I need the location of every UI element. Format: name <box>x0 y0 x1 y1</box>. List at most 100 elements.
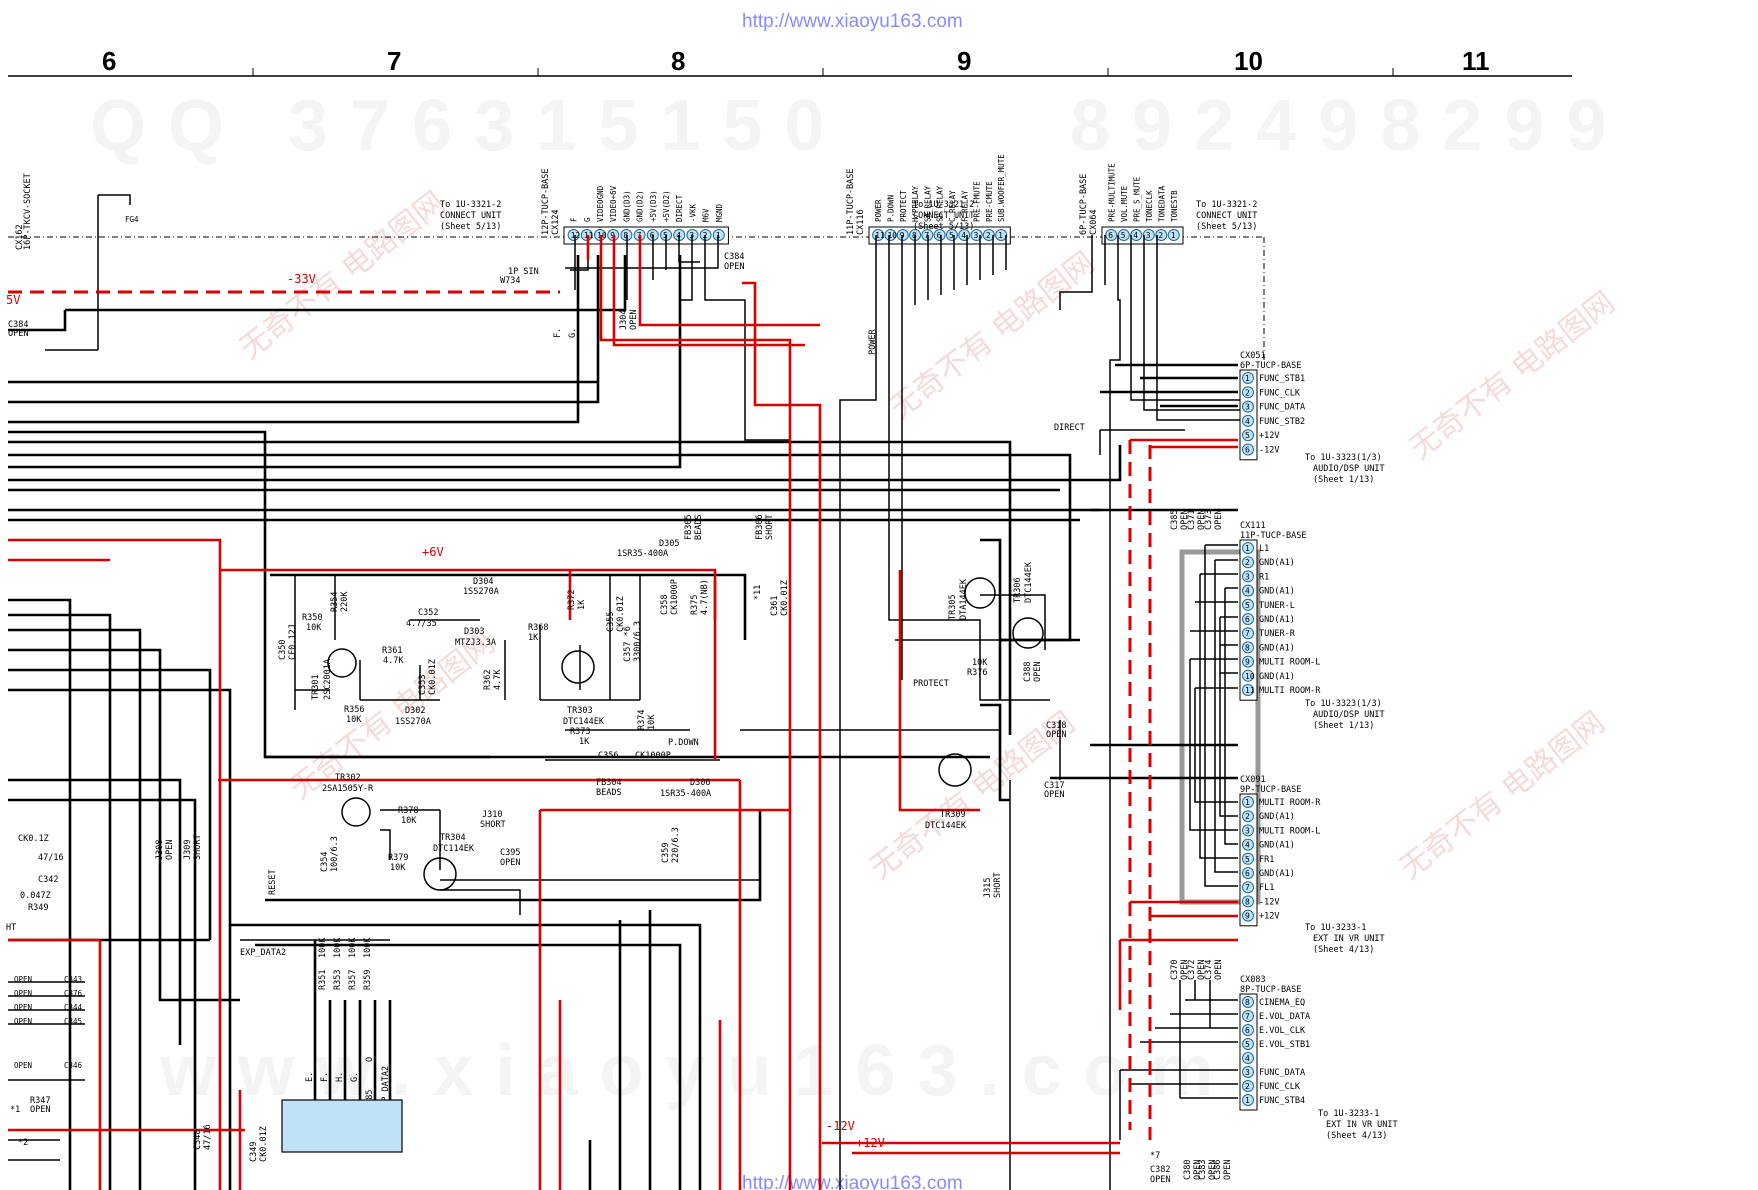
wire-layer-red <box>8 235 1238 1190</box>
j309-value: SHORT <box>193 834 203 860</box>
cx051-type: 6P-TUCP-BASE <box>1240 361 1301 371</box>
c395-value: OPEN <box>500 858 520 868</box>
r354-value: 220K <box>340 591 350 612</box>
cx091-pin-number: 2 <box>1245 812 1250 821</box>
cx124-signal-label: GND(D2) <box>636 190 645 222</box>
net-exp-data2: EXP_DATA2 <box>240 948 286 958</box>
cx091-signal-label: FL1 <box>1259 883 1274 893</box>
net-pdown: P.DOWN <box>668 738 699 748</box>
cx124-note: (Sheet 5/13) <box>440 222 501 232</box>
c358-ref: C358 <box>660 595 670 615</box>
j304-value: OPEN <box>629 310 639 330</box>
tr305-value: DTA144EK <box>959 578 969 620</box>
r351-ref: R351 <box>318 970 328 990</box>
cx083-pin-6 <box>1242 1024 1254 1036</box>
cx111-pin-5 <box>1242 598 1254 611</box>
cap-dsp-ref: C371 <box>1187 510 1197 530</box>
cx091-pin-number: 1 <box>1245 798 1250 807</box>
r359-value: 100K <box>363 937 373 958</box>
c356-ref: C356 <box>598 751 618 761</box>
cx064-signal-label: PRE_S_MUTE <box>1132 176 1141 222</box>
tr306-ref: TR306 <box>1013 577 1023 603</box>
cx051-pin-5 <box>1242 429 1254 442</box>
cx124-note: To 1U-3321-2 <box>440 200 501 210</box>
cx091-pin-8 <box>1242 895 1254 908</box>
d305-value: 1SR35-400A <box>617 549 668 559</box>
cx064-signal-label: VOL.MUTE <box>1120 185 1129 222</box>
cx091-pin-number: 9 <box>1245 912 1250 921</box>
r347-ref: R347 <box>30 1096 50 1106</box>
cx124-pin-number: 8 <box>623 231 628 240</box>
cx124-signal-label: M6V <box>702 208 711 222</box>
watermark-site: www.xiaoyu163.com <box>159 1031 1236 1111</box>
rail-pos6-label: +6V <box>422 545 444 559</box>
cx111-pin-number: 7 <box>1245 629 1250 638</box>
cap-ext-ref: C370 <box>1170 960 1180 980</box>
c318-ref: C318 <box>1046 721 1066 731</box>
cx116-signal-label: H/PRELAY <box>911 185 920 222</box>
c352-value: 4.7/35 <box>406 619 437 629</box>
tr302-symbol <box>341 797 371 827</box>
cx091-pin-number: 6 <box>1245 869 1250 878</box>
tr304-value: DTC114EK <box>433 844 475 854</box>
cx091-signal-label: GND(A1) <box>1259 812 1295 822</box>
cx091-pin-1 <box>1242 796 1254 808</box>
cap-left-ref: C345 <box>64 1017 82 1026</box>
cx091-ref: CX091 <box>1240 775 1266 785</box>
r375-ref: R375 <box>690 595 700 615</box>
r368-ref: R368 <box>528 623 548 633</box>
net-star2: *2 <box>18 1138 28 1148</box>
cap-left-value: OPEN <box>14 1003 32 1012</box>
watermark-cn-1: 无奇不有 电路图网 <box>233 185 451 366</box>
c354-ref: C354 <box>320 852 330 872</box>
cx111-ref: CX111 <box>1240 521 1266 531</box>
cx091-note: EXT IN VR UNIT <box>1313 934 1385 944</box>
cx124-ref: CX124 <box>551 209 561 235</box>
w734-value: W734 <box>500 276 520 286</box>
cap-bottom-value: OPEN <box>1223 1160 1233 1180</box>
cx083-pin-number: 8 <box>1245 998 1250 1007</box>
connector-cx064: 6PRE-MULTIMUTE5VOL.MUTE4PRE_S_MUTE3TONEC… <box>1079 163 1257 245</box>
cx083-pin-7 <box>1242 1010 1254 1022</box>
fb304-value: BEADS <box>596 788 622 798</box>
d306-value: 1SR35-400A <box>660 789 711 799</box>
cx064-signal-label: PRE-MULTIMUTE <box>1107 163 1116 222</box>
cx083-pin-4 <box>1242 1052 1254 1064</box>
cx083-note: To 1U-3233-1 <box>1318 1109 1379 1119</box>
column-8: 8 <box>671 46 685 76</box>
cx091-pin-3 <box>1242 824 1254 837</box>
r362-value: 4.7K <box>493 669 503 690</box>
r351-value: 100K <box>318 937 328 958</box>
r353-value: 100K <box>333 937 343 958</box>
c349-value: CK0.01Z <box>259 1126 269 1162</box>
net-star11: *11 <box>753 585 763 600</box>
cx083-pin-3 <box>1242 1066 1254 1078</box>
c361-value: CK0.01Z <box>780 580 790 616</box>
cx064-type: 6P-TUCP-BASE <box>1079 174 1089 235</box>
cap-ext-ref: C372 <box>1187 960 1197 980</box>
j315-value: SHORT <box>993 872 1003 898</box>
cx064-pin-number: 3 <box>1146 231 1151 240</box>
c318-value: OPEN <box>1046 730 1066 740</box>
ic-pin-h: H. <box>335 1072 345 1082</box>
d303-value: MTZJ3.3A <box>455 638 496 648</box>
cap-left-ref: C346 <box>64 1061 83 1070</box>
cap-left-value: OPEN <box>14 1017 32 1026</box>
cx124-pin-12 <box>567 229 580 241</box>
cx091-pin-2 <box>1242 810 1254 823</box>
cx064-signal-label: TONEDATA <box>1157 185 1166 222</box>
cx116-pin-6 <box>933 229 946 241</box>
tr304-symbol <box>423 857 457 891</box>
net-c0047: 0.047Z <box>20 891 51 901</box>
r349-ref: R349 <box>28 903 48 913</box>
c384-value: OPEN <box>724 262 744 272</box>
cx124-pin-1 <box>712 229 725 241</box>
cx051-pin-number: 1 <box>1245 374 1250 383</box>
cx116-signal-label: F_RELAY <box>960 190 969 222</box>
cx162-type: 16P-TKCV-SOCKET <box>23 173 33 250</box>
cx116-signal-label: PRE-FMUTE <box>973 181 982 222</box>
cx111-pin-number: 9 <box>1245 658 1250 667</box>
cx111-signal-label: R1 <box>1259 572 1269 582</box>
c384-ref: C384 <box>724 252 744 262</box>
c348-value: 47/16 <box>203 1124 213 1150</box>
